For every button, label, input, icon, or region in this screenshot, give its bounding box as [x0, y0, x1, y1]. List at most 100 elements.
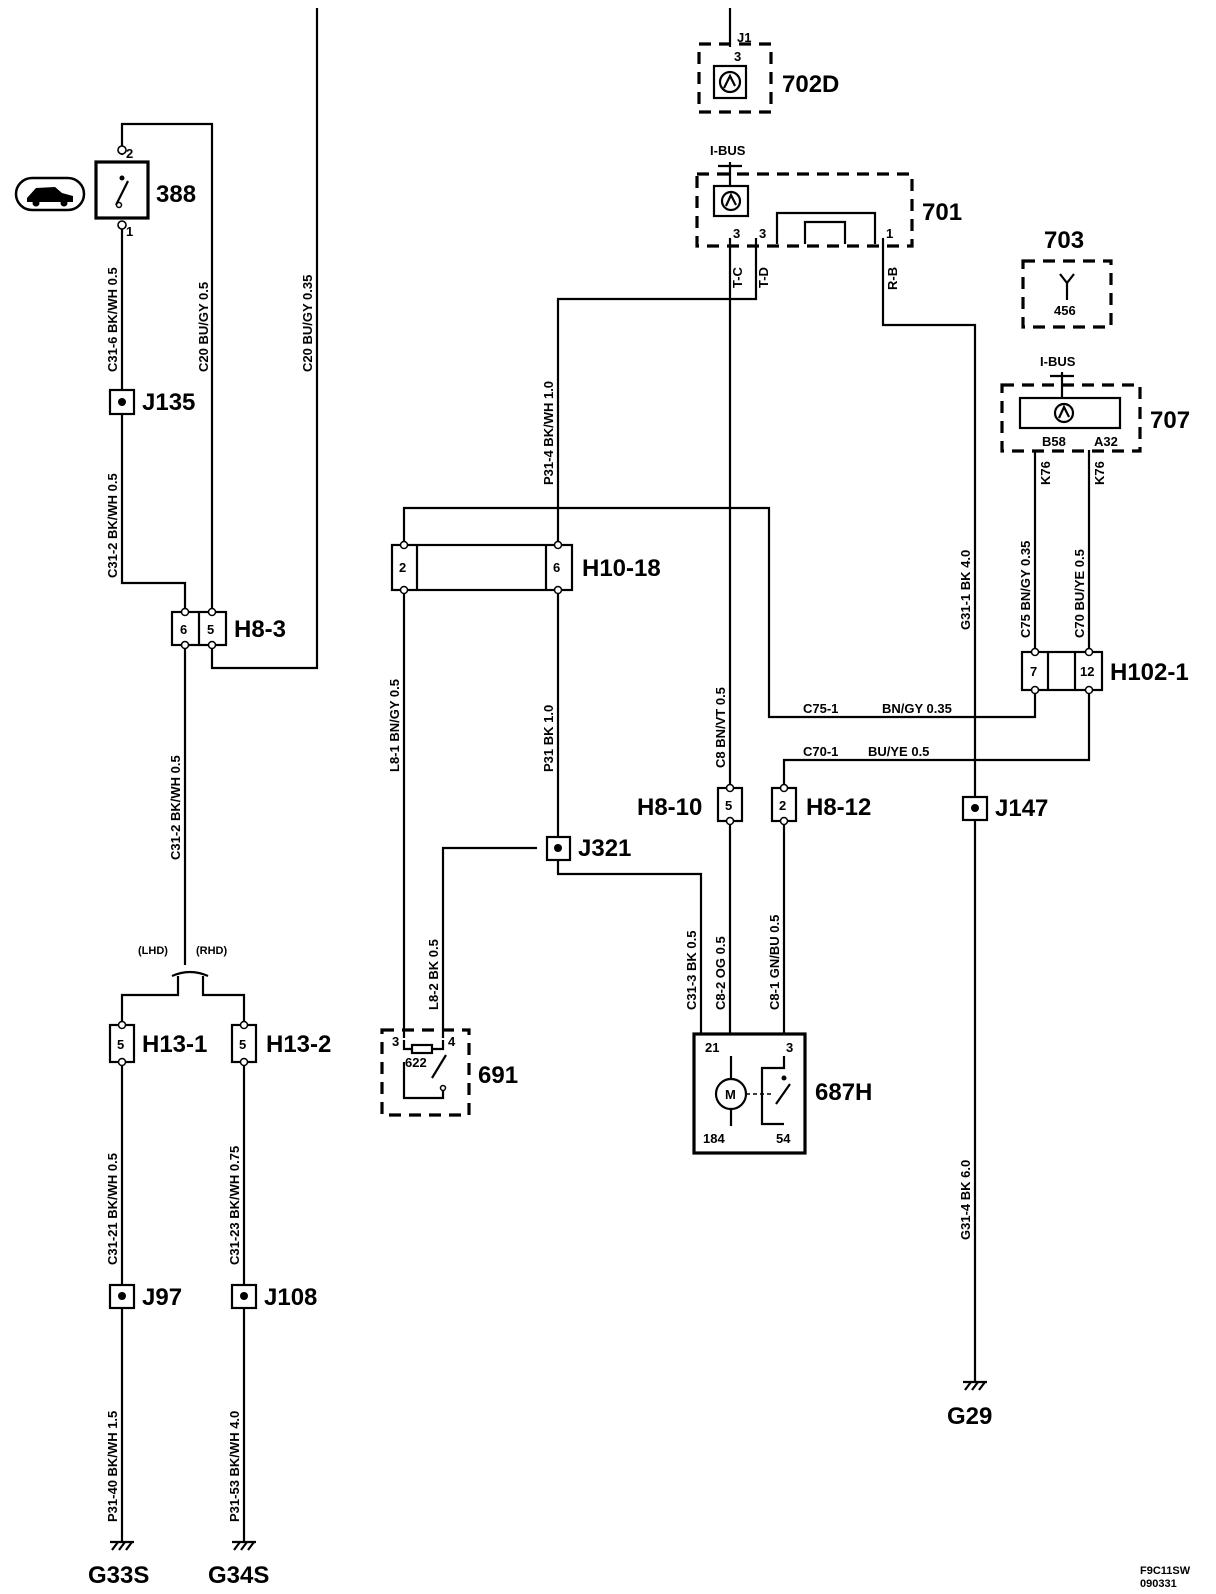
wire-lhd-branch [120, 976, 180, 1025]
pin-687-54: 54 [776, 1131, 791, 1146]
wire-label-c31-3: C31-3 BK 0.5 [684, 931, 699, 1010]
pin-687-184: 184 [703, 1131, 725, 1146]
pin-687-21: 21 [705, 1040, 719, 1055]
pin-702d-3: 3 [734, 49, 741, 64]
wire-label-c31-23: C31-23 BK/WH 0.75 [227, 1146, 242, 1265]
label-j108: J108 [264, 1284, 317, 1311]
wire-label-l8-1: L8-1 BN/GY 0.5 [387, 679, 402, 772]
wire-label-c75-1: C75-1 [803, 701, 838, 716]
label-h8-12: H8-12 [806, 794, 871, 821]
pin-388-1: 1 [126, 224, 133, 239]
pin-h102-12: 12 [1080, 664, 1094, 679]
label-rhd: (RHD) [196, 945, 227, 957]
pin-h102-7: 7 [1030, 664, 1037, 679]
wire-label-c75: C75 BN/GY 0.35 [1018, 541, 1033, 638]
label-691: 691 [478, 1062, 518, 1089]
label-h13-1: H13-1 [142, 1031, 207, 1058]
wire-label-g31-4: G31-4 BK 6.0 [958, 1160, 973, 1240]
component-701: I-BUS 3 3 1 T-C T-D R-B 701 [695, 143, 962, 290]
component-388: 2 1 388 [94, 145, 196, 239]
label-h102-1: H102-1 [1110, 659, 1189, 686]
ground-g34s: G34S [208, 1540, 269, 1589]
pin-h8-3-5: 5 [207, 622, 214, 637]
wire-c31-3 [556, 860, 703, 1040]
label-701: 701 [922, 199, 962, 226]
component-687h: M 21 3 184 54 687H [692, 1032, 872, 1155]
label-j97: J97 [142, 1284, 182, 1311]
label-j135: J135 [142, 389, 195, 416]
pin-707-b58: B58 [1042, 434, 1066, 449]
wire-label-c75-1-spec: BN/GY 0.35 [882, 701, 952, 716]
footer-code-1: F9C11SW [1140, 1565, 1191, 1577]
pin-h8-10-5: 5 [725, 798, 732, 813]
wire-label-c70: C70 BU/YE 0.5 [1072, 549, 1087, 638]
wire-labels: C31-6 BK/WH 0.5 C20 BU/GY 0.5 C20 BU/GY … [105, 267, 1087, 1522]
wire-j135-h8-3 [120, 414, 187, 612]
connector-h8-10: 5 H8-10 [637, 783, 744, 826]
pin-707-a32: A32 [1094, 434, 1118, 449]
wire-label-p31: P31 BK 1.0 [541, 705, 556, 772]
wire-rhd-branch [201, 976, 246, 1025]
wire-label-c8-1: C8-1 GN/BU 0.5 [767, 915, 782, 1010]
label-388: 388 [156, 181, 196, 208]
wire-label-c8: C8 BN/VT 0.5 [713, 687, 728, 768]
pin-h10-18-2: 2 [399, 560, 406, 575]
label-lhd: (LHD) [138, 945, 168, 957]
car-icon [14, 176, 86, 212]
wire-label-c31-6: C31-6 BK/WH 0.5 [105, 267, 120, 372]
label-702d: 702D [782, 71, 839, 98]
label-ibus-701: I-BUS [710, 143, 746, 158]
pin-701-3b: 3 [759, 226, 766, 241]
junction-j321: J321 [545, 835, 631, 862]
connector-h8-12: 2 H8-12 [770, 783, 871, 826]
pin-707-k76a: K76 [1038, 461, 1053, 485]
wire-label-c70-1-spec: BU/YE 0.5 [868, 744, 929, 759]
pin-h13-2-5: 5 [239, 1037, 246, 1052]
wire-c20-up [210, 8, 319, 670]
label-h10-18: H10-18 [582, 555, 661, 582]
footer-codes: F9C11SW 090331 [1140, 1565, 1191, 1590]
pin-h8-12-2: 2 [779, 798, 786, 813]
wire-label-g31-1: G31-1 BK 4.0 [958, 550, 973, 630]
junction-j97: J97 [108, 1283, 182, 1311]
pin-707-k76b: K76 [1092, 461, 1107, 485]
label-687h: 687H [815, 1079, 872, 1106]
label-h8-3: H8-3 [234, 616, 286, 643]
connector-h13-1: 5 H13-1 [108, 1020, 207, 1067]
wire-label-c20-05: C20 BU/GY 0.5 [196, 282, 211, 372]
ground-g29: G29 [947, 1380, 992, 1430]
label-g34s: G34S [208, 1562, 269, 1589]
wire-label-c8-2: C8-2 OG 0.5 [713, 936, 728, 1010]
wire-label-p31-53: P31-53 BK/WH 4.0 [227, 1411, 242, 1522]
pin-701-td: T-D [756, 267, 771, 288]
wire-label-c31-2-mid: C31-2 BK/WH 0.5 [168, 755, 183, 860]
connector-h10-18: 2 6 H10-18 [390, 540, 661, 595]
wire-label-c20-035: C20 BU/GY 0.35 [300, 275, 315, 372]
pin-h13-1-5: 5 [117, 1037, 124, 1052]
label-g33s: G33S [88, 1562, 149, 1589]
pin-701-rb: R-B [885, 267, 900, 290]
junction-j108: J108 [230, 1283, 317, 1311]
component-702d: J1 3 702D [697, 30, 839, 114]
footer-code-2: 090331 [1140, 1578, 1177, 1590]
pin-687-m: M [725, 1087, 736, 1102]
label-ibus-707: I-BUS [1040, 354, 1076, 369]
component-703: 703 456 [1021, 227, 1113, 329]
label-j147: J147 [995, 795, 1048, 822]
wire-g31-1 [881, 238, 977, 797]
label-h13-2: H13-2 [266, 1031, 331, 1058]
pin-h8-3-6: 6 [180, 622, 187, 637]
connector-h13-2: 5 H13-2 [230, 1020, 331, 1067]
pin-691-4: 4 [448, 1034, 456, 1049]
wire-c75-1 [402, 506, 1037, 719]
wire-l8-2 [441, 846, 537, 1038]
pin-702d-j1: J1 [737, 30, 751, 45]
label-h8-10: H8-10 [637, 794, 702, 821]
wires [120, 8, 1091, 1542]
lhd-rhd-split: (LHD) (RHD) [138, 945, 227, 978]
wire-label-c31-2-top: C31-2 BK/WH 0.5 [105, 473, 120, 578]
pin-703-456: 456 [1054, 303, 1076, 318]
pin-687-3: 3 [786, 1040, 793, 1055]
